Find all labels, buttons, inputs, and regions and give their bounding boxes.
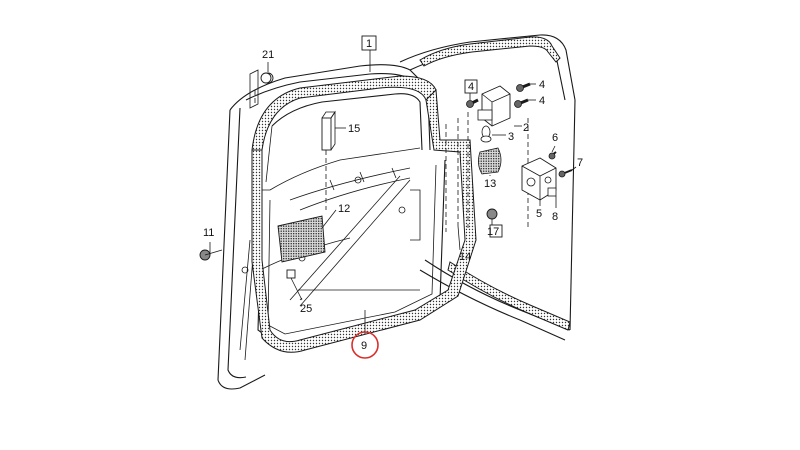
label-part-5: 5 (536, 208, 542, 220)
door-seal (251, 75, 477, 353)
hinge-assembly (466, 82, 531, 143)
label-part-21: 21 (262, 49, 274, 61)
label-part-15: 15 (348, 123, 360, 135)
label-part-14: 14 (459, 251, 471, 263)
label-part-17: 17 (487, 226, 499, 238)
label-part-3: 3 (508, 131, 514, 143)
door-check-assembly (521, 151, 573, 201)
door-frame (241, 83, 446, 346)
bolt-part-11 (199, 249, 223, 261)
clip-part-21 (249, 69, 274, 109)
label-part-4b: 4 (539, 79, 545, 91)
label-part-7: 7 (577, 157, 583, 169)
label-part-25: 25 (300, 303, 312, 315)
label-part-12: 12 (338, 203, 350, 215)
label-part-9: 9 (361, 340, 367, 352)
retainer-part-25 (286, 269, 303, 301)
leader-lines (209, 48, 577, 334)
highlight-circle-part-9 (351, 331, 379, 359)
label-boxes (361, 35, 503, 238)
label-part-13: 13 (484, 178, 496, 190)
label-part-4c: 4 (539, 95, 545, 107)
label-part-8: 8 (552, 211, 558, 223)
label-part-11: 11 (203, 227, 214, 239)
door-panel (217, 64, 421, 390)
window-trim-part-15 (254, 90, 529, 232)
part-labels: 1 2 3 4 4 4 5 6 7 8 9 11 12 13 14 15 17 … (203, 38, 583, 352)
damper-pad-part-12 (277, 215, 326, 263)
label-part-2: 2 (523, 122, 529, 134)
label-part-6: 6 (552, 132, 558, 144)
body-opening-frame (399, 34, 576, 341)
nut-part-17 (486, 208, 498, 220)
label-part-4a: 4 (468, 81, 474, 93)
seal-strip-part-13 (478, 147, 502, 175)
label-part-1: 1 (366, 38, 372, 50)
